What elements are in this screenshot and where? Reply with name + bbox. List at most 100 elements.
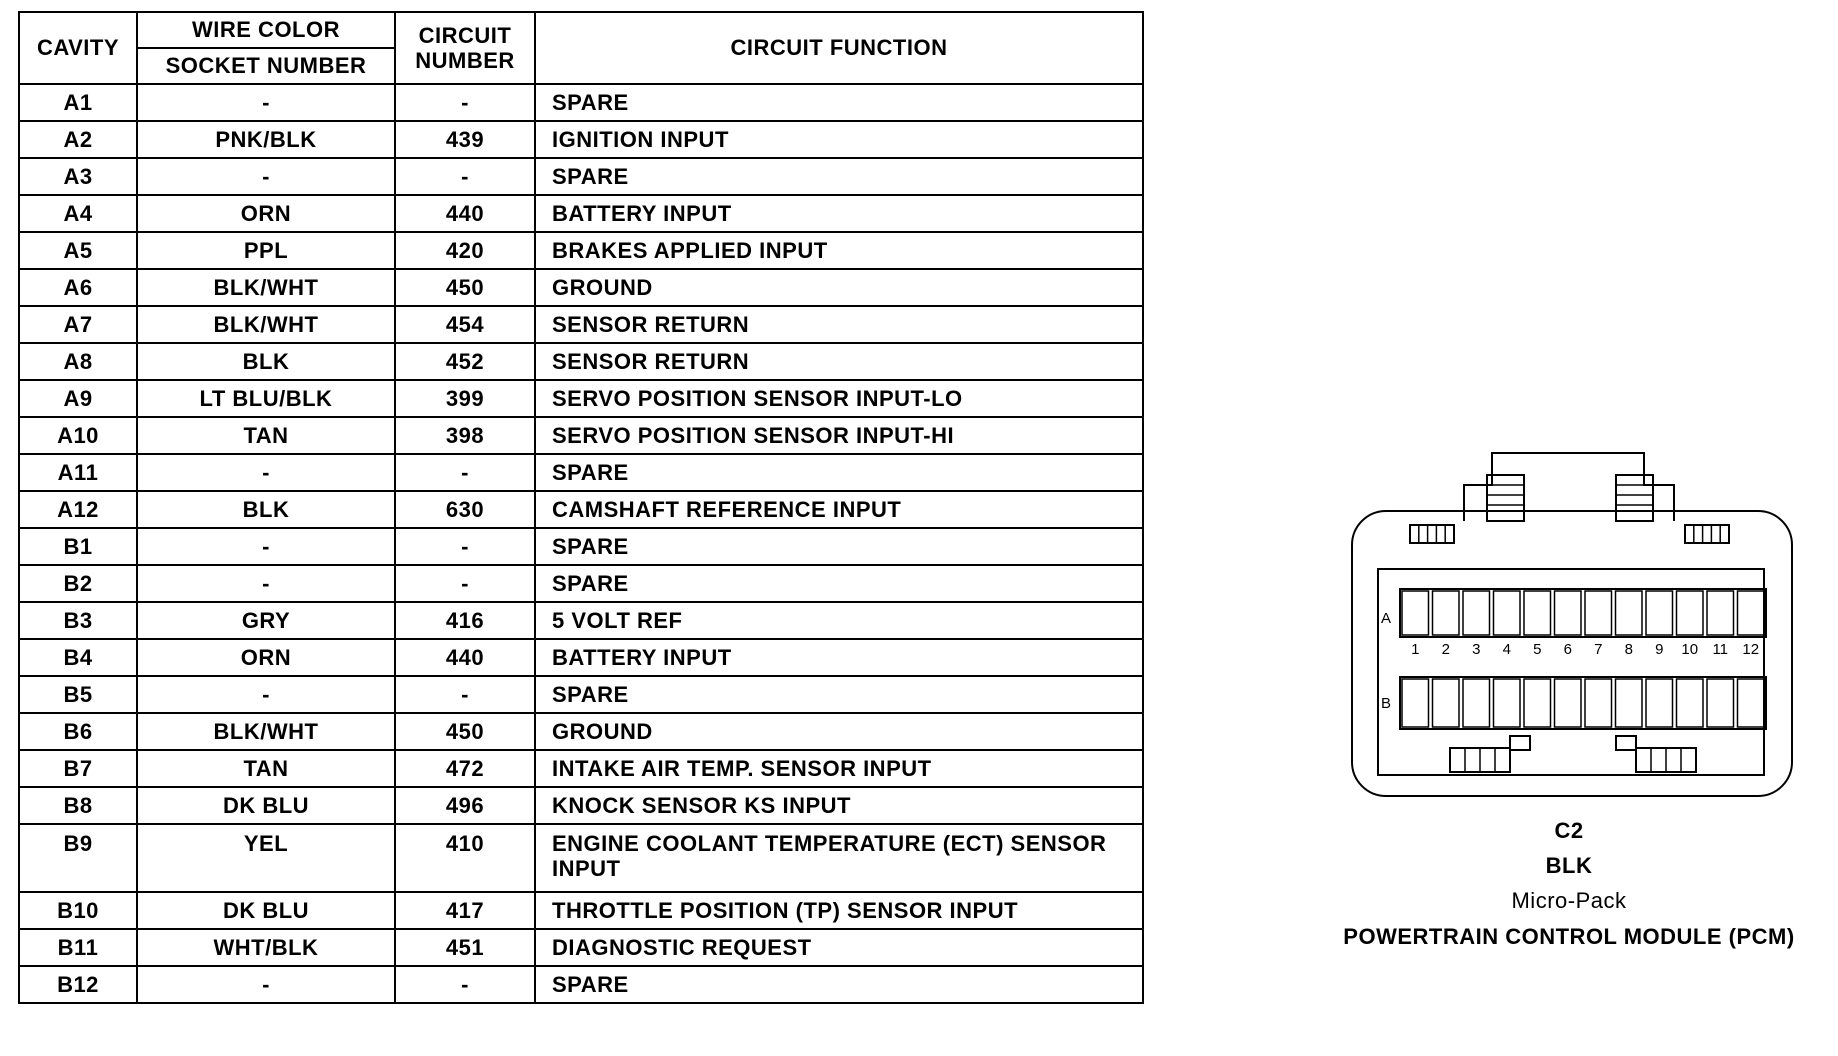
circuit-number-cell: 416 — [394, 601, 536, 640]
cavity-cell: A11 — [18, 453, 138, 492]
circuit-function-cell: SPARE — [534, 564, 1144, 603]
circuit-function-cell: SPARE — [534, 527, 1144, 566]
circuit-number-cell: - — [394, 675, 536, 714]
cavity-cell: B2 — [18, 564, 138, 603]
circuit-function-cell: GROUND — [534, 268, 1144, 307]
pin-number: 4 — [1503, 641, 1511, 658]
circuit-number-cell: 410 — [394, 823, 536, 893]
circuit-number-cell: - — [394, 453, 536, 492]
pin-cavity-a — [1431, 590, 1460, 636]
pin-cavity-a — [1523, 590, 1552, 636]
circuit-function-header: CIRCUIT FUNCTION — [534, 11, 1144, 85]
wire-color-cell: - — [136, 564, 396, 603]
wire-color-cell: LT BLU/BLK — [136, 379, 396, 418]
wire-color-cell: - — [136, 675, 396, 714]
pin-cavity-b — [1401, 678, 1430, 728]
circuit-number-cell: 398 — [394, 416, 536, 455]
connector-color: BLK — [1545, 853, 1593, 878]
cavity-cell: B6 — [18, 712, 138, 751]
pin-number: 3 — [1472, 641, 1480, 658]
circuit-function-cell: CAMSHAFT REFERENCE INPUT — [534, 490, 1144, 529]
wire-color-header: WIRE COLOR — [136, 11, 396, 49]
wire-color-cell: - — [136, 527, 396, 566]
row-a-label: A — [1381, 610, 1391, 627]
connector-type: Micro-Pack — [1511, 888, 1627, 913]
bottom-key-tab-left — [1509, 735, 1531, 751]
pin-cavity-a — [1401, 590, 1430, 636]
wire-color-cell: BLK — [136, 342, 396, 381]
wire-color-cell: YEL — [136, 823, 396, 893]
table-row: B2--SPARE — [18, 564, 1144, 603]
circuit-number-cell: - — [394, 965, 536, 1004]
circuit-number-cell: - — [394, 83, 536, 122]
circuit-number-cell: 496 — [394, 786, 536, 825]
connector-id: C2 — [1554, 818, 1584, 843]
circuit-function-cell: SERVO POSITION SENSOR INPUT-LO — [534, 379, 1144, 418]
cavity-cell: A10 — [18, 416, 138, 455]
pin-number: 7 — [1594, 641, 1602, 658]
pin-cavity-b — [1645, 678, 1674, 728]
pin-cavity-a — [1614, 590, 1643, 636]
bottom-key-tab-right — [1615, 735, 1637, 751]
circuit-number-cell: 439 — [394, 120, 536, 159]
wire-color-cell: - — [136, 965, 396, 1004]
wire-color-cell: DK BLU — [136, 786, 396, 825]
pin-cavity-a — [1584, 590, 1613, 636]
wire-color-cell: ORN — [136, 638, 396, 677]
cavity-cell: A8 — [18, 342, 138, 381]
circuit-number-cell: 399 — [394, 379, 536, 418]
circuit-function-cell: SENSOR RETURN — [534, 342, 1144, 381]
cavity-cell: A12 — [18, 490, 138, 529]
pin-cavity-a — [1462, 590, 1491, 636]
pin-number: 10 — [1681, 641, 1698, 658]
pin-cavity-a — [1736, 590, 1765, 636]
circuit-function-cell: 5 VOLT REF — [534, 601, 1144, 640]
pin-cavity-b — [1706, 678, 1735, 728]
cavity-cell: A4 — [18, 194, 138, 233]
circuit-function-cell: SPARE — [534, 965, 1144, 1004]
pin-cavity-b — [1431, 678, 1460, 728]
pin-cavity-a — [1492, 590, 1521, 636]
cavity-header: CAVITY — [18, 11, 138, 85]
pin-number: 12 — [1742, 641, 1759, 658]
connector-latch — [1463, 452, 1675, 521]
circuit-number-cell: - — [394, 564, 536, 603]
pin-number: 2 — [1442, 641, 1450, 658]
circuit-number-cell: 420 — [394, 231, 536, 270]
table-row: A11--SPARE — [18, 453, 1144, 492]
wire-color-cell: - — [136, 453, 396, 492]
wire-color-cell: TAN — [136, 416, 396, 455]
header-row-sub: SOCKET NUMBER — [19, 47, 1143, 85]
circuit-number-cell: 452 — [394, 342, 536, 381]
wire-color-cell: BLK/WHT — [136, 268, 396, 307]
table-row: B1--SPARE — [18, 527, 1144, 566]
circuit-number-cell: 440 — [394, 194, 536, 233]
cavity-cell: A7 — [18, 305, 138, 344]
circuit-number-cell: 417 — [394, 891, 536, 930]
cavity-cell: B3 — [18, 601, 138, 640]
top-comb-left — [1409, 524, 1455, 544]
row-b-frame — [1399, 676, 1767, 730]
pin-cavity-b — [1584, 678, 1613, 728]
cavity-cell: A1 — [18, 83, 138, 122]
pin-cavity-b — [1736, 678, 1765, 728]
circuit-function-cell: SPARE — [534, 675, 1144, 714]
pin-cavity-a — [1553, 590, 1582, 636]
wire-color-cell: GRY — [136, 601, 396, 640]
top-comb-right — [1684, 524, 1730, 544]
circuit-function-cell: ENGINE COOLANT TEMPERATURE (ECT) SENSOR … — [534, 823, 1144, 893]
wire-color-cell: - — [136, 83, 396, 122]
row-b-label: B — [1381, 695, 1391, 712]
circuit-function-cell: THROTTLE POSITION (TP) SENSOR INPUT — [534, 891, 1144, 930]
pin-cavity-b — [1492, 678, 1521, 728]
circuit-function-cell: GROUND — [534, 712, 1144, 751]
